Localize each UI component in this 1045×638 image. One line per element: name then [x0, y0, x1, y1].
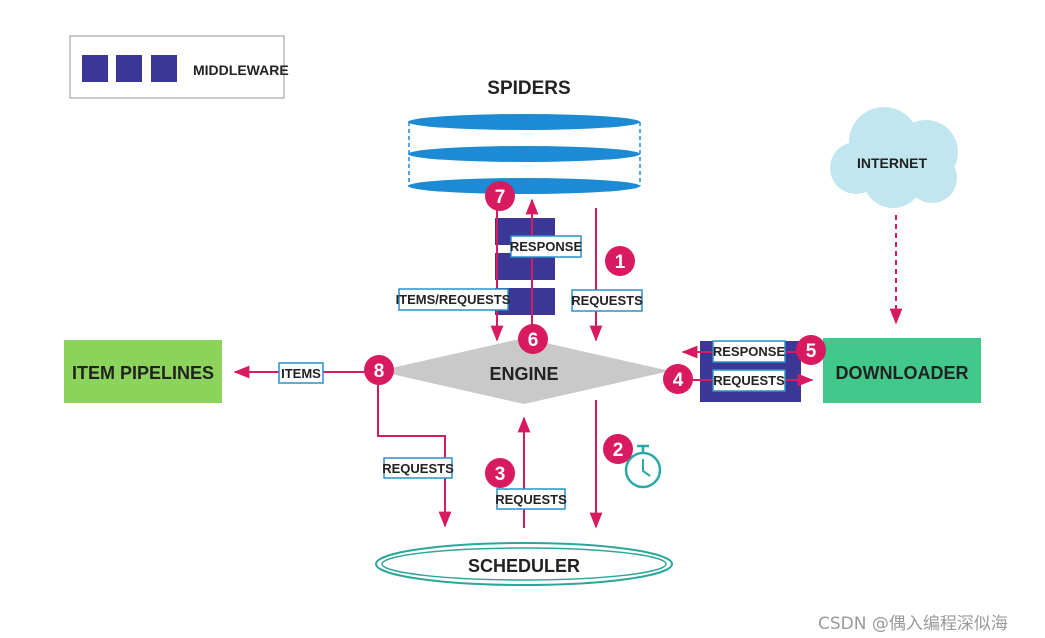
- svg-text:1: 1: [615, 252, 626, 273]
- scheduler-label: SCHEDULER: [468, 556, 580, 576]
- middleware-swatch-1: [82, 55, 108, 82]
- legend-label: MIDDLEWARE: [193, 62, 289, 78]
- label-requests-downloader: REQUESTS: [713, 373, 785, 388]
- svg-text:6: 6: [528, 330, 539, 351]
- spider-disk-3: [408, 178, 640, 194]
- svg-text:2: 2: [613, 440, 624, 461]
- label-requests-step3: REQUESTS: [495, 492, 567, 507]
- svg-text:5: 5: [806, 341, 817, 362]
- spiders-node: SPIDERS: [408, 78, 641, 194]
- downloader-node: DOWNLOADER: [823, 338, 981, 403]
- arrow-step-8-requests: [377, 372, 452, 528]
- step-badge-1: 1: [605, 246, 635, 276]
- svg-text:4: 4: [673, 370, 684, 391]
- spiders-label: SPIDERS: [487, 78, 570, 99]
- step-badge-6: 6: [518, 324, 548, 354]
- internet-cloud: INTERNET: [830, 107, 958, 208]
- engine-node: ENGINE: [378, 338, 670, 404]
- scheduler-node: SCHEDULER: [375, 542, 673, 586]
- label-requests-step1: REQUESTS: [571, 293, 643, 308]
- label-items-requests: ITEMS/REQUESTS: [396, 292, 511, 307]
- step-badge-2: 2: [603, 434, 633, 464]
- internet-label: INTERNET: [857, 155, 927, 171]
- svg-text:7: 7: [495, 187, 506, 208]
- svg-text:8: 8: [374, 361, 385, 382]
- watermark: CSDN @偶入编程深似海: [818, 614, 1008, 634]
- edge-labels: RESPONSE ITEMS/REQUESTS REQUESTS RESPONS…: [278, 235, 786, 510]
- step-badge-8: 8: [364, 355, 394, 385]
- label-requests-step8: REQUESTS: [382, 461, 454, 476]
- item-pipelines-node: ITEM PIPELINES: [64, 340, 222, 403]
- spider-disk-2: [408, 146, 640, 162]
- label-response-downloader: RESPONSE: [713, 344, 786, 359]
- step-badge-5: 5: [796, 335, 826, 365]
- step-badge-7: 7: [485, 181, 515, 211]
- svg-text:3: 3: [495, 464, 506, 485]
- label-response-spider: RESPONSE: [510, 239, 583, 254]
- timer-icon: [624, 444, 662, 489]
- item-pipelines-label: ITEM PIPELINES: [72, 363, 214, 383]
- downloader-label: DOWNLOADER: [836, 363, 969, 383]
- label-items: ITEMS: [281, 366, 321, 381]
- spider-disk-1: [408, 114, 640, 130]
- engine-label: ENGINE: [489, 364, 558, 384]
- step-badges: 1 2 3 4 5 6 7 8: [364, 181, 826, 488]
- step-badge-4: 4: [663, 364, 693, 394]
- legend: MIDDLEWARE: [69, 35, 289, 99]
- middleware-swatch-3: [151, 55, 177, 82]
- middleware-swatch-2: [116, 55, 142, 82]
- step-badge-3: 3: [485, 458, 515, 488]
